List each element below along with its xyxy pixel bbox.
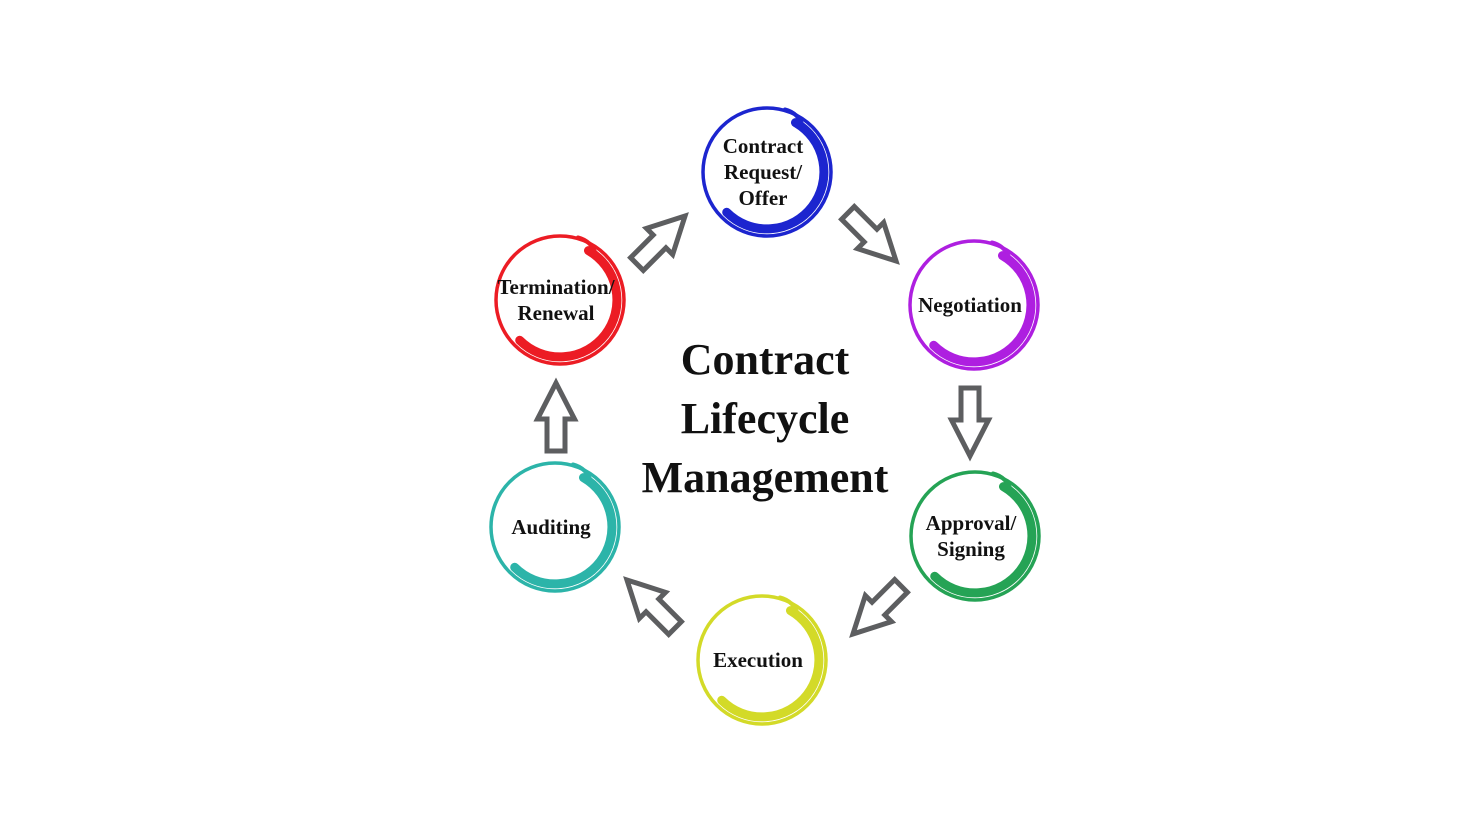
arrow-up-right-icon [619, 198, 702, 281]
stage-ring-icon [908, 239, 1040, 371]
stage-label-line: Execution [713, 648, 803, 672]
stage-label: Auditing [480, 452, 630, 602]
arrow-up-icon [533, 377, 579, 454]
diagram-title: Contract Lifecycle Management [580, 330, 950, 507]
stage-label-line: Negotiation [918, 293, 1022, 317]
stage-ring-icon [696, 594, 828, 726]
stage-execution: Execution [687, 585, 837, 735]
stage-label-line: Contract [722, 134, 804, 158]
arrow-down-right-icon [830, 195, 913, 278]
stage-auditing: Auditing [480, 452, 630, 602]
stage-ring-icon [494, 234, 626, 366]
stage-ring-icon [489, 461, 621, 593]
title-line-3: Management [641, 453, 889, 502]
arrow-up-left-icon [609, 562, 692, 645]
stage-label-line: Approval/ [925, 511, 1017, 535]
stage-label: Execution [687, 585, 837, 735]
stage-label-line: Request/ [723, 160, 803, 184]
title-line-2: Lifecycle [680, 394, 850, 443]
stage-label: Termination/ Renewal [485, 225, 635, 375]
arrow-down-icon [947, 385, 993, 462]
stage-ring-icon [701, 106, 833, 238]
stage-label: Approval/ Signing [900, 461, 1050, 611]
stage-label-line: Offer [738, 186, 788, 210]
stage-label-line: Auditing [511, 515, 591, 539]
stage-contract-request-offer: Contract Request/ Offer [692, 97, 842, 247]
stage-negotiation: Negotiation [899, 230, 1049, 380]
title-line-1: Contract [680, 335, 850, 384]
stage-label: Contract Request/ Offer [692, 97, 842, 247]
arrow-down-left-icon [835, 568, 918, 651]
stage-approval-signing: Approval/ Signing [900, 461, 1050, 611]
stage-ring-icon [909, 470, 1041, 602]
stage-label-line: Renewal [517, 301, 595, 325]
stage-label: Negotiation [899, 230, 1049, 380]
stage-label-line: Termination/ [497, 275, 615, 299]
stage-termination-renewal: Termination/ Renewal [485, 225, 635, 375]
stage-label-line: Signing [937, 537, 1005, 561]
